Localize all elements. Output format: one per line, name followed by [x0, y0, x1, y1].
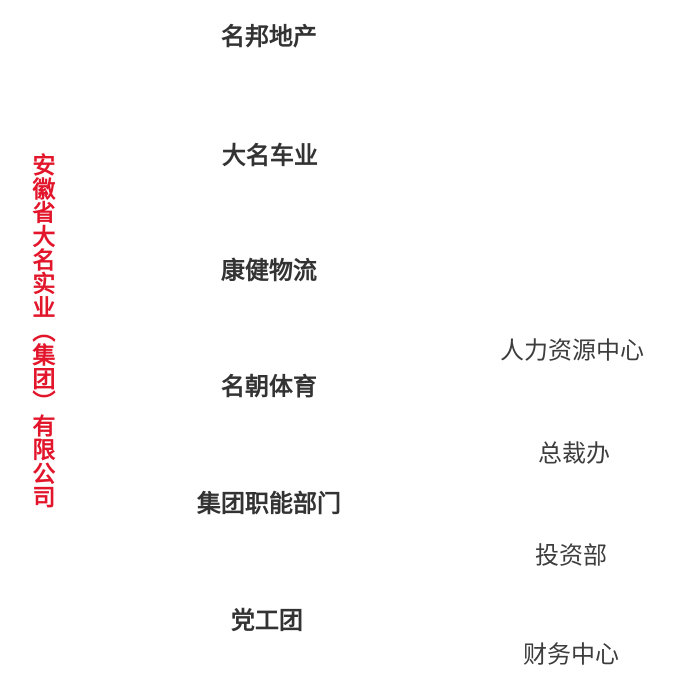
department-node-human-resources-center[interactable]: 人力资源中心	[500, 337, 644, 365]
branch-node-mingbang-realestate[interactable]: 名邦地产	[221, 23, 317, 51]
department-node-finance-center[interactable]: 财务中心	[523, 641, 619, 669]
branch-node-group-functional-departments[interactable]: 集团职能部门	[197, 490, 341, 518]
branch-node-kangjian-logistics[interactable]: 康健物流	[221, 257, 317, 285]
branch-node-mingchao-sports[interactable]: 名朝体育	[221, 373, 317, 401]
branch-node-daming-auto[interactable]: 大名车业	[222, 142, 318, 170]
branch-node-party-union-league[interactable]: 党工团	[231, 607, 303, 635]
root-company-node[interactable]: 安徽省大名实业（集团）有限公司	[29, 153, 55, 509]
department-node-president-office[interactable]: 总裁办	[538, 440, 610, 468]
department-node-investment-department[interactable]: 投资部	[535, 542, 607, 570]
